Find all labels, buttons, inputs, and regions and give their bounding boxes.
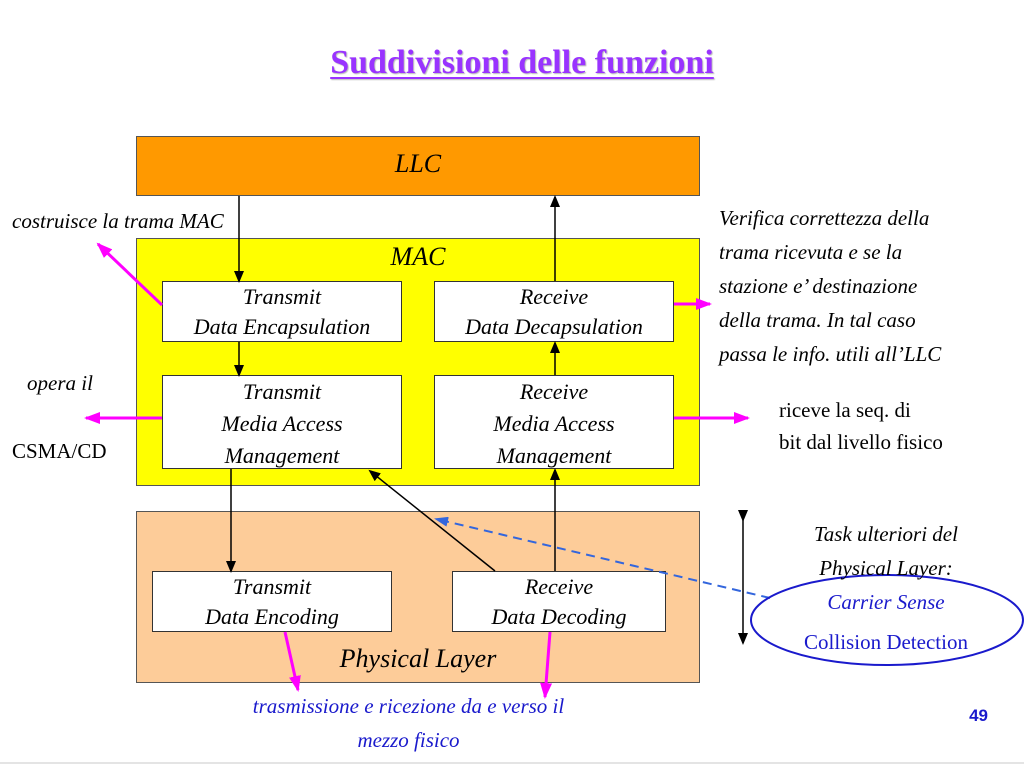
note-task-title: Task ulteriori del Physical Layer: (768, 517, 1004, 585)
box-line: Receive (524, 574, 594, 599)
receive-data-decoding-box: Receive Data Decoding (452, 571, 666, 632)
note-line: stazione e’ destinazione (719, 274, 918, 298)
note-receive-bits: riceve la seq. di bit dal livello fisico (779, 394, 943, 458)
transmit-data-encapsulation-box: Transmit Data Encapsulation (162, 281, 402, 342)
note-line: mezzo fisico (357, 728, 460, 752)
box-line: Receive (519, 379, 589, 404)
box-line: Data Encoding (205, 604, 339, 629)
box-line: Transmit (242, 284, 322, 309)
note-line: riceve la seq. di (779, 398, 911, 422)
llc-label: LLC (394, 149, 442, 178)
box-line: Management (224, 443, 340, 468)
note-line: Verifica correttezza della (719, 206, 930, 230)
note-csma-line2: CSMA/CD (12, 439, 107, 463)
note-line: passa le info. utili all’LLC (719, 342, 942, 366)
page-title: Suddivisioni delle funzioni (330, 44, 714, 81)
dashed-arrow-carrier-sense (434, 516, 771, 599)
note-carrier-sense: Carrier Sense (827, 590, 945, 614)
note-csma-line1: opera il (27, 371, 93, 395)
note-line: bit dal livello fisico (779, 430, 943, 454)
box-line: Transmit (232, 574, 312, 599)
box-line: Transmit (242, 379, 322, 404)
receive-media-access-management-box: Receive Media Access Management (434, 375, 674, 469)
magenta-arrow-build-frame (96, 242, 164, 307)
note-line: Physical Layer: (819, 556, 953, 580)
box-line: Data Encapsulation (193, 314, 371, 339)
magenta-arrow-decoding-in (540, 631, 553, 699)
page-number: 49 (969, 706, 988, 725)
receive-data-decapsulation-box: Receive Data Decapsulation (434, 281, 674, 342)
box-line: Management (496, 443, 612, 468)
note-line: Task ulteriori del (814, 522, 958, 546)
note-verify: Verifica correttezza della trama ricevut… (719, 201, 941, 371)
note-line: della trama. In tal caso (719, 308, 916, 332)
box-line: Data Decoding (491, 604, 627, 629)
box-line: Data Decapsulation (465, 314, 643, 339)
magenta-arrow-encoding-out (283, 631, 301, 692)
physical-layer-label: Physical Layer (339, 644, 497, 673)
box-line: Media Access (221, 411, 343, 436)
transmit-data-encoding-box: Transmit Data Encoding (152, 571, 392, 632)
mac-label: MAC (390, 242, 446, 271)
llc-layer: LLC (136, 136, 700, 196)
box-line: Media Access (493, 411, 615, 436)
box-line: Receive (519, 284, 589, 309)
note-collision-detection: Collision Detection (804, 630, 968, 654)
carrier-collision-ellipse (750, 574, 1024, 666)
bottom-divider (0, 762, 1024, 764)
transmit-media-access-management-box: Transmit Media Access Management (162, 375, 402, 469)
note-line: trasmissione e ricezione da e verso il (252, 694, 565, 718)
note-build-frame: costruisce la trama MAC (12, 209, 224, 233)
note-bottom: trasmissione e ricezione da e verso il m… (186, 689, 631, 757)
arrow-decoding-to-tx-media (368, 469, 496, 572)
note-line: trama ricevuta e se la (719, 240, 903, 264)
